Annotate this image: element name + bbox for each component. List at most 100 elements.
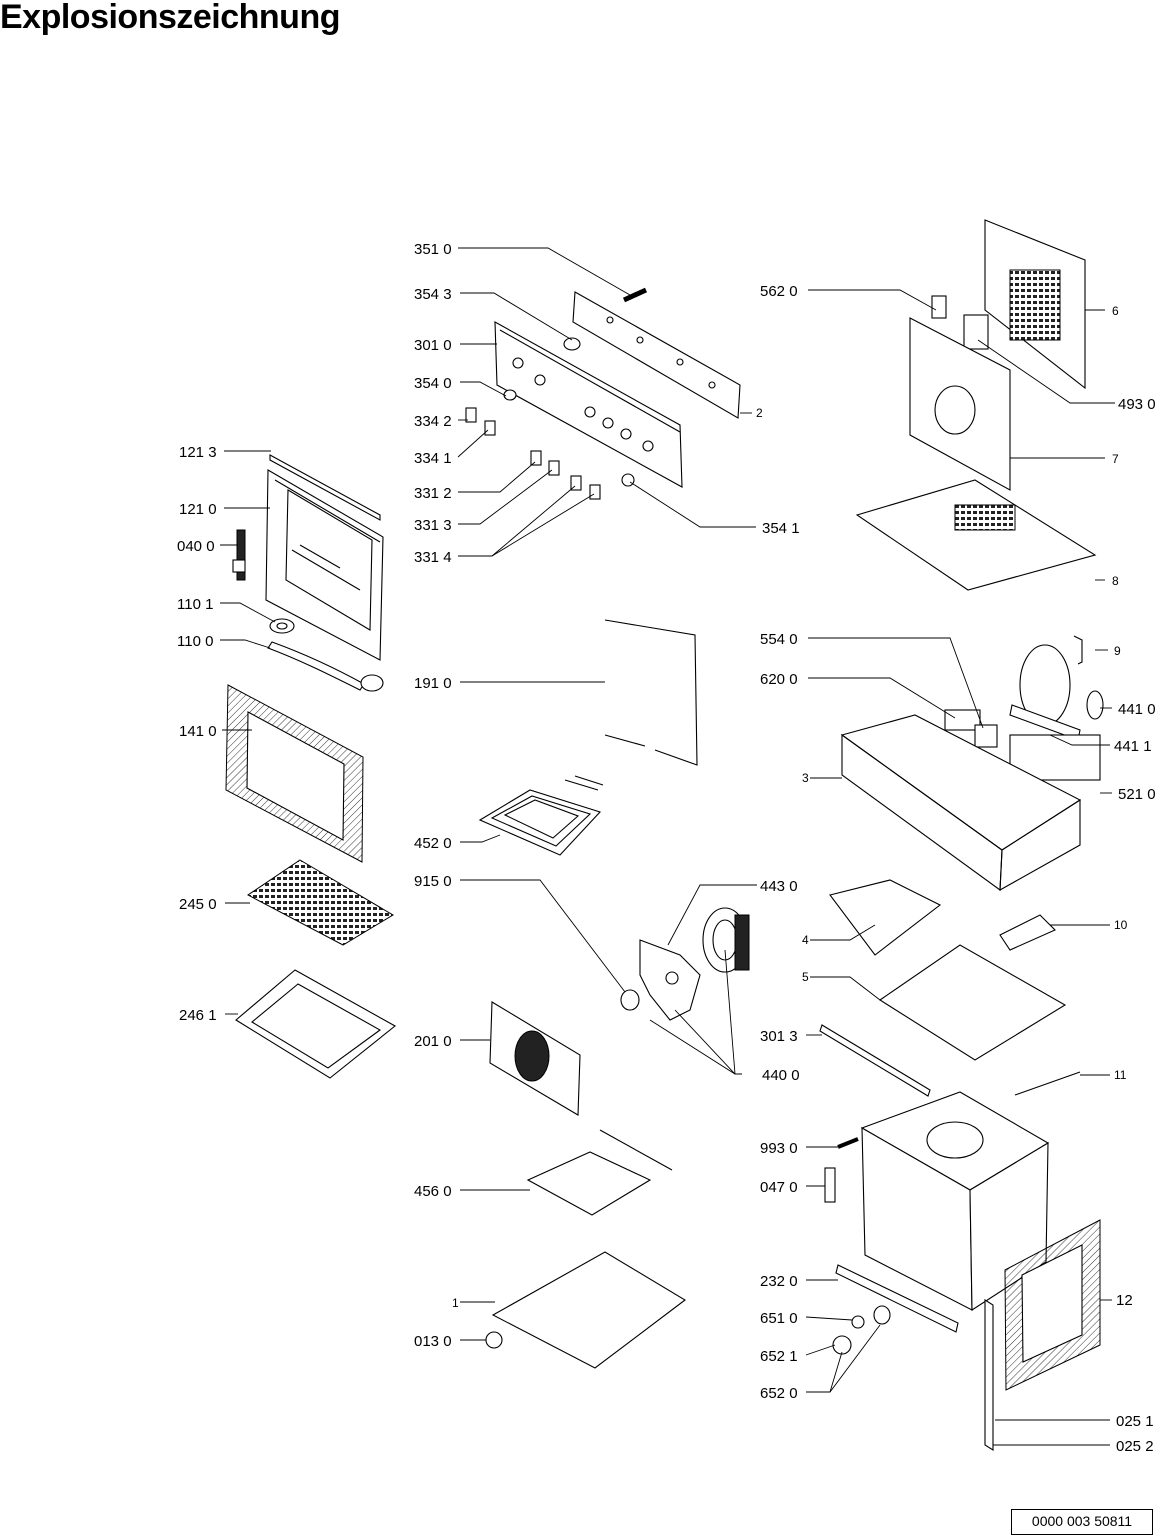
knob-cap (503, 389, 517, 401)
switch (974, 724, 998, 748)
label-354-3: 354 3 (414, 286, 452, 303)
label-354-0: 354 0 (414, 375, 452, 392)
cable-clip (1073, 635, 1083, 665)
door-seal-strip (269, 454, 381, 521)
grill-heating-element (478, 775, 604, 856)
label-452-0: 452 0 (414, 835, 452, 852)
label-8: 8 (1112, 574, 1119, 588)
label-201-0: 201 0 (414, 1033, 452, 1050)
label-110-0: 110 0 (177, 633, 213, 650)
label-620-0: 620 0 (760, 671, 798, 688)
control-knob-4 (589, 484, 601, 500)
door-handle (267, 641, 384, 692)
fan-motor (702, 907, 750, 973)
label-246-1: 246 1 (179, 1007, 217, 1024)
fan-hub (620, 989, 640, 1011)
label-047-0: 047 0 (760, 1179, 798, 1196)
label-7: 7 (1112, 452, 1119, 466)
label-652-1: 652 1 (760, 1348, 798, 1365)
side-baffle (829, 879, 942, 956)
control-rod (622, 287, 648, 303)
label-12: 12 (1116, 1292, 1133, 1309)
front-strip (819, 1024, 931, 1097)
valve-knob-large (832, 1335, 852, 1355)
door-gasket (604, 619, 698, 766)
foot (485, 1331, 503, 1349)
screw (837, 1137, 859, 1149)
label-4: 4 (802, 933, 809, 947)
label-334-2: 334 2 (414, 413, 452, 430)
baking-element (526, 1129, 673, 1216)
back-cover-panel (984, 219, 1086, 390)
label-040-0: 040 0 (177, 538, 215, 555)
label-915-0: 915 0 (414, 873, 452, 890)
label-013-0: 013 0 (414, 1333, 452, 1350)
light-cap (621, 473, 635, 487)
label-191-0: 191 0 (414, 675, 452, 692)
label-351-0: 351 0 (414, 241, 452, 258)
label-301-0: 301 0 (414, 337, 452, 354)
control-spindle (563, 337, 581, 351)
fan-blade (639, 939, 701, 1021)
label-331-2: 331 2 (414, 485, 452, 502)
label-110-1: 110 1 (177, 596, 213, 613)
latch (824, 1167, 836, 1203)
leader-lines (220, 247, 1115, 1446)
front-control-panel (494, 321, 683, 488)
control-knob-2 (548, 460, 560, 476)
handle-bracket (269, 618, 295, 634)
label-5: 5 (802, 970, 809, 984)
fan-cover (489, 1001, 581, 1116)
side-panel (1004, 1219, 1101, 1391)
bottom-strip (835, 1264, 959, 1333)
control-knob-3 (570, 475, 582, 491)
inner-door-frame (265, 469, 384, 661)
document-number-box: 0000 003 50811 (1011, 1509, 1153, 1535)
mounting-bracket (931, 295, 947, 319)
label-245-0: 245 0 (179, 896, 217, 913)
top-cover (855, 479, 1097, 591)
label-562-0: 562 0 (760, 283, 798, 300)
label-11: 11 (1114, 1068, 1127, 1082)
vertical-strip (984, 1299, 994, 1451)
top-frame (840, 714, 1082, 892)
label-993-0: 993 0 (760, 1140, 798, 1157)
label-554-0: 554 0 (760, 631, 798, 648)
label-443-0: 443 0 (760, 878, 798, 895)
label-440-0: 440 0 (762, 1067, 800, 1084)
small-bracket (999, 914, 1056, 951)
bottom-cover-plate (491, 1251, 686, 1369)
label-141-0: 141 0 (179, 723, 217, 740)
label-1: 1 (452, 1296, 459, 1310)
label-301-3: 301 3 (760, 1028, 798, 1045)
baking-tray (235, 969, 396, 1079)
label-331-4: 331 4 (414, 549, 452, 566)
label-2: 2 (756, 406, 763, 420)
label-652-0: 652 0 (760, 1385, 798, 1402)
rail-strip (1014, 1071, 1081, 1096)
valve-seat (873, 1305, 891, 1325)
label-9: 9 (1114, 644, 1121, 658)
label-025-1: 025 1 (1116, 1413, 1154, 1430)
label-521-0: 521 0 (1118, 786, 1156, 803)
label-6: 6 (1112, 304, 1119, 318)
label-10: 10 (1114, 918, 1128, 932)
terminal-block (963, 314, 989, 350)
label-121-0: 121 0 (179, 501, 217, 518)
page-title: Explosionszeichnung (0, 0, 340, 36)
label-334-1: 334 1 (414, 450, 452, 467)
callout-labels: 351 0 354 3 301 0 354 0 334 2 334 1 331 … (177, 241, 1156, 1455)
valve-knob-small (851, 1315, 865, 1329)
label-331-3: 331 3 (414, 517, 452, 534)
label-456-0: 456 0 (414, 1183, 452, 1200)
cooling-fan-motor (1019, 644, 1104, 726)
label-232-0: 232 0 (760, 1273, 798, 1290)
oven-rack (247, 859, 394, 946)
label-025-2: 025 2 (1116, 1438, 1154, 1455)
label-441-1: 441 1 (1114, 738, 1152, 755)
label-3: 3 (802, 771, 809, 785)
label-493-0: 493 0 (1118, 396, 1156, 413)
label-121-3: 121 3 (179, 444, 217, 461)
knob-small-1 (465, 407, 477, 423)
